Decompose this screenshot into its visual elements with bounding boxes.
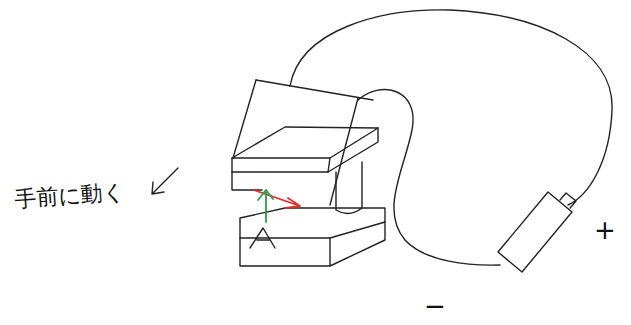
minus-terminal: − <box>424 292 446 321</box>
plus-terminal: + <box>594 216 616 245</box>
force-arrow-red <box>254 190 300 208</box>
pole-mark <box>250 228 275 248</box>
field-arrow-green <box>258 190 273 222</box>
battery-cap <box>560 193 576 208</box>
motion-note: 手前に動く <box>13 180 126 212</box>
slab-top <box>232 127 378 158</box>
frame-right <box>330 98 358 205</box>
slab-under <box>232 172 262 190</box>
slab-edge <box>328 158 330 172</box>
wire-minus <box>358 90 500 266</box>
slab-side <box>232 128 378 172</box>
frame-top <box>256 80 373 100</box>
base-top <box>240 208 385 238</box>
base-side <box>240 222 385 266</box>
battery-body <box>498 192 572 272</box>
wire-plus <box>290 10 612 205</box>
post-cylinder <box>336 162 362 214</box>
motion-arrow <box>152 168 178 194</box>
